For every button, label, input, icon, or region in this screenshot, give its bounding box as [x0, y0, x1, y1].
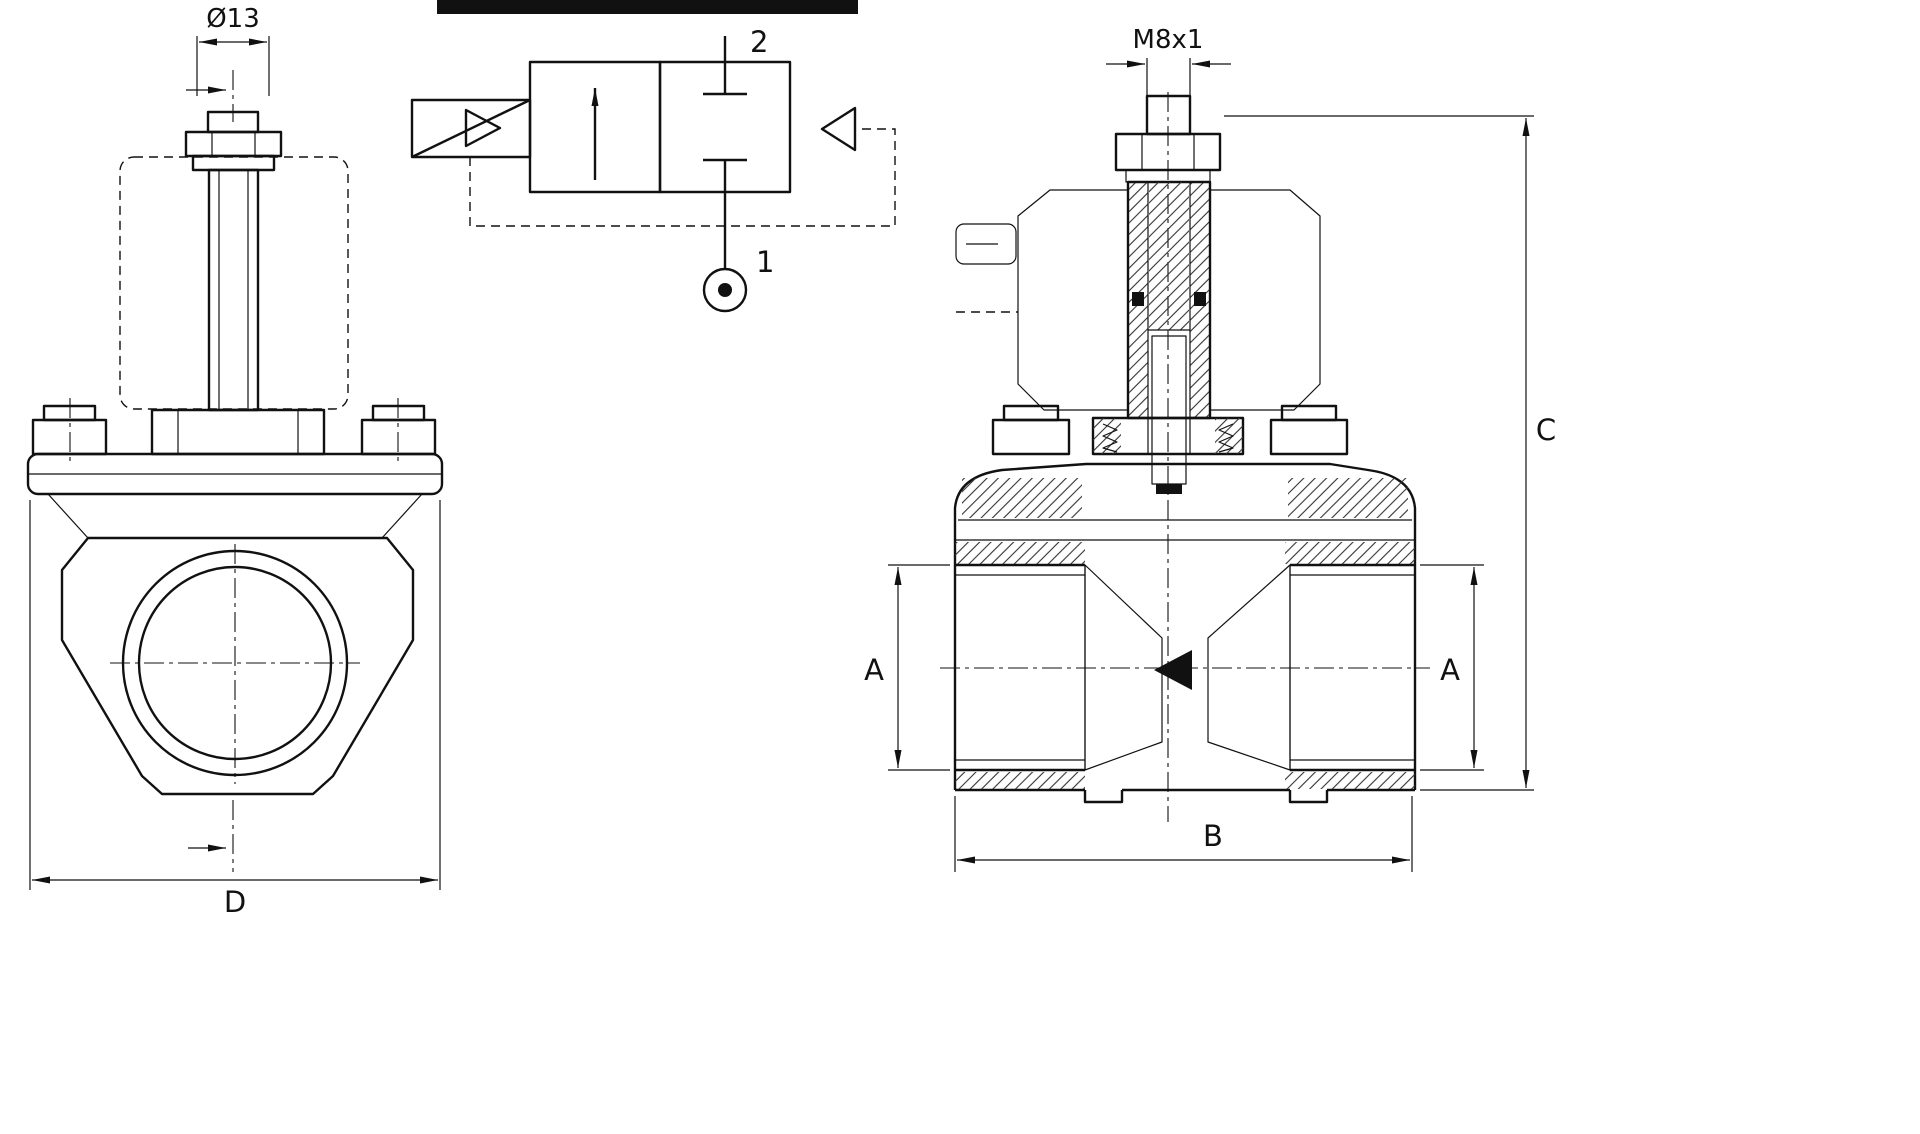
blocked-port-top — [703, 62, 747, 96]
dim-a-right-label: A — [1440, 653, 1460, 687]
dim-c: C — [1224, 115, 1556, 791]
stem-axis-pointer-top — [186, 70, 234, 122]
valve-symbol-boxes — [528, 60, 792, 194]
port-2: 2 — [723, 25, 768, 62]
bonnet-section — [1091, 416, 1245, 456]
blocked-port-bottom — [703, 158, 747, 192]
port-1: 1 — [702, 192, 774, 313]
front-view: Ø13 — [26, 4, 444, 919]
spring-return-symbol — [820, 106, 857, 152]
pilot-line — [469, 128, 896, 227]
dim-a-left: A — [864, 564, 950, 771]
top-crop-bar — [437, 0, 858, 14]
body-flange-section — [953, 462, 1417, 541]
bonnet-screw-right-section — [1269, 404, 1349, 456]
seat-partition-section — [940, 564, 1430, 771]
pipe-port-boss — [110, 544, 360, 784]
dim-b-label: B — [1203, 819, 1223, 853]
bonnet-screw-right — [360, 398, 437, 462]
plunger-section — [1151, 335, 1187, 494]
port-right-section — [1289, 563, 1415, 772]
dim-thread-label: M8x1 — [1133, 25, 1204, 55]
dim-thread: M8x1 — [1106, 25, 1231, 98]
armature-tube-section — [1126, 180, 1212, 454]
stem-axis-pointer-bottom — [188, 800, 234, 872]
dim-c-label: C — [1536, 413, 1556, 447]
port-left-section — [955, 563, 1086, 772]
port-2-label: 2 — [750, 25, 768, 59]
dim-a-right: A — [1420, 564, 1484, 771]
flow-direction-arrow — [1154, 650, 1192, 690]
electrical-connector — [955, 223, 1017, 265]
bonnet-hex — [150, 408, 326, 456]
dim-b: B — [954, 796, 1413, 872]
body-flange — [26, 452, 444, 539]
solenoid-actuator-symbol — [410, 98, 532, 159]
stem-nut-section — [1114, 132, 1222, 183]
valve-body-outline — [60, 536, 415, 796]
section-view: M8x1 — [864, 25, 1556, 872]
dim-d-label: D — [224, 885, 246, 919]
armature-tube — [207, 168, 260, 412]
port-1-label: 1 — [756, 245, 774, 279]
dim-stem-diameter: Ø13 — [196, 4, 270, 96]
bonnet-screw-left — [31, 398, 108, 462]
dim-stem-diameter-label: Ø13 — [206, 4, 260, 34]
schematic-symbol: 2 1 — [410, 25, 896, 313]
valve-body-section — [953, 540, 1417, 804]
coil-outline — [119, 156, 349, 410]
dim-d: D — [29, 500, 441, 919]
dim-a-left-label: A — [864, 653, 884, 687]
bonnet-screw-left-section — [991, 404, 1071, 456]
